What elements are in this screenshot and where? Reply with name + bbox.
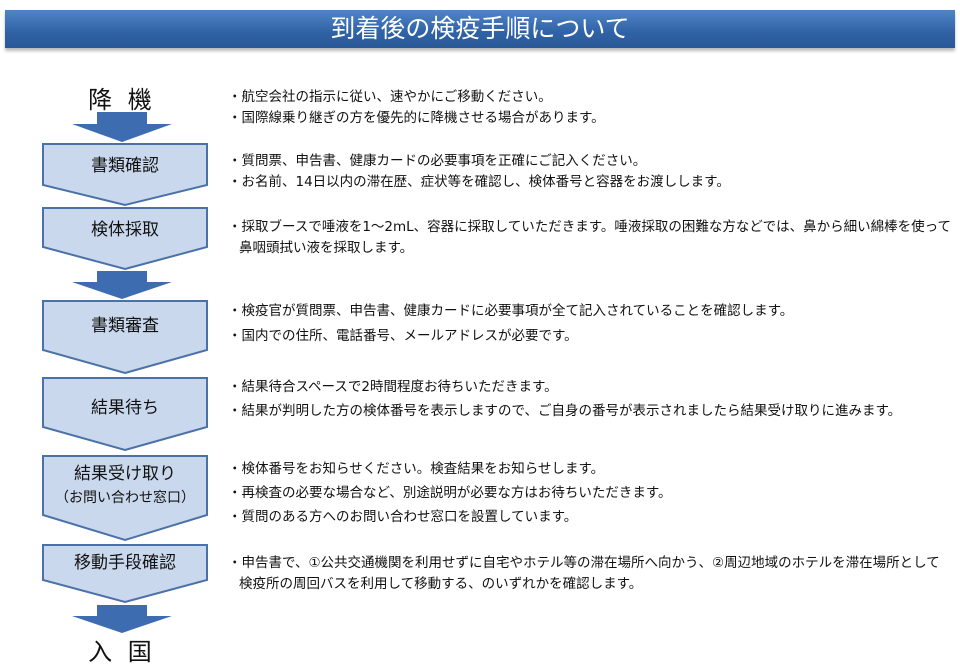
down-arrow-icon bbox=[72, 271, 172, 299]
step-document-review: 書類審査 bbox=[42, 300, 208, 375]
step-notes: ・検体番号をお知らせください。検査結果をお知らせします。 ・再検査の必要な場合な… bbox=[228, 457, 953, 529]
note: ・国内での住所、電話番号、メールアドレスが必要です。 bbox=[228, 328, 578, 344]
step-notes: ・結果待合スペースで2時間程度お待ちいただきます。 ・結果が判明した方の検体番号… bbox=[228, 377, 953, 422]
note: ・お名前、14日以内の滞在歴、症状等を確認し、検体番号と容器をお渡しします。 bbox=[228, 174, 730, 190]
note: ・採取ブースで唾液を1～2mL、容器に採取していただきます。唾液採取の困難な方な… bbox=[228, 219, 951, 256]
step-label: 書類確認 bbox=[91, 156, 159, 176]
down-arrow-icon bbox=[72, 112, 172, 142]
step-label: 検体採取 bbox=[91, 220, 159, 240]
step-label: 書類審査 bbox=[91, 316, 159, 336]
step-notes: ・採取ブースで唾液を1～2mL、容器に採取していただきます。唾液採取の困難な方な… bbox=[228, 217, 953, 259]
step-document-check: 書類確認 bbox=[42, 143, 208, 207]
note: ・結果が判明した方の検体番号を表示しますので、ご自身の番号が表示されましたら結果… bbox=[228, 403, 902, 419]
note: ・再検査の必要な場合など、別途説明が必要な方はお待ちいただきます。 bbox=[228, 485, 672, 501]
end-label-entry: 入 国 bbox=[88, 638, 156, 666]
step-waiting-results: 結果待ち bbox=[42, 377, 208, 452]
intro-notes: ・航空会社の指示に従い、速やかにご移動ください。 ・国際線乗り継ぎの方を優先的に… bbox=[228, 87, 953, 129]
note: ・結果待合スペースで2時間程度お待ちいただきます。 bbox=[228, 379, 558, 395]
step-receive-results: 結果受け取り （お問い合わせ窓口） bbox=[42, 455, 208, 542]
step-transport-check: 移動手段確認 bbox=[42, 544, 208, 604]
step-label: 移動手段確認 bbox=[74, 553, 176, 573]
note: ・申告書で、①公共交通機関を利用せずに自宅やホテル等の滞在場所へ向かう、②周辺地… bbox=[228, 555, 940, 592]
step-notes: ・質問票、申告書、健康カードの必要事項を正確にご記入ください。 ・お名前、14日… bbox=[228, 151, 953, 193]
note: ・検体番号をお知らせください。検査結果をお知らせします。 bbox=[228, 461, 605, 477]
page-title: 到着後の検疫手順について bbox=[5, 10, 955, 48]
step-label: 結果受け取り bbox=[74, 464, 176, 484]
step-sublabel: （お問い合わせ窓口） bbox=[55, 490, 195, 506]
note: ・検疫官が質問票、申告書、健康カードに必要事項が全て記入されていることを確認しま… bbox=[228, 303, 794, 319]
note: ・質問票、申告書、健康カードの必要事項を正確にご記入ください。 bbox=[228, 153, 647, 169]
note: ・質問のある方へのお問い合わせ窓口を設置しています。 bbox=[228, 509, 578, 525]
start-label-disembark: 降 機 bbox=[88, 86, 156, 114]
step-notes: ・検疫官が質問票、申告書、健康カードに必要事項が全て記入されていることを確認しま… bbox=[228, 301, 953, 347]
step-notes: ・申告書で、①公共交通機関を利用せずに自宅やホテル等の滞在場所へ向かう、②周辺地… bbox=[228, 553, 943, 595]
note: ・航空会社の指示に従い、速やかにご移動ください。 bbox=[228, 89, 552, 105]
note: ・国際線乗り継ぎの方を優先的に降機させる場合があります。 bbox=[228, 110, 605, 126]
step-label: 結果待ち bbox=[91, 398, 159, 418]
step-sample-collection: 検体採取 bbox=[42, 207, 208, 271]
down-arrow-icon bbox=[72, 605, 172, 633]
